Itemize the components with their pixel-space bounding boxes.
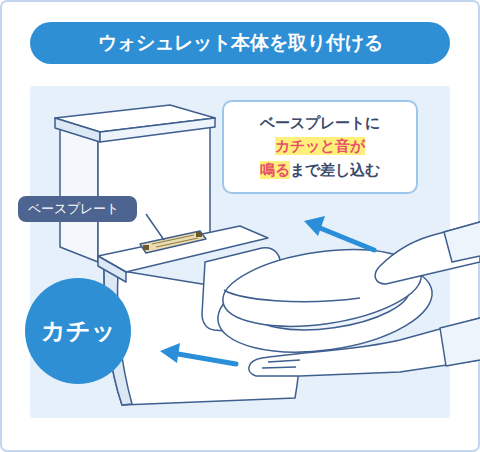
text-line: カチッと音が — [236, 135, 404, 158]
text-line: ベースプレートに — [236, 112, 404, 135]
callout-box: ベースプレートにカチッと音が鳴るまで差し込む — [222, 100, 418, 194]
text-line: カチッ — [41, 315, 116, 347]
arrow-head — [304, 216, 325, 236]
title-band: ウォシュレット本体を取り付ける — [30, 22, 450, 64]
node-text: ベースプレートに — [260, 114, 380, 132]
text-line: ベースプレート — [28, 200, 127, 218]
leader-line — [146, 214, 164, 240]
node-text: まで差し込む — [290, 161, 380, 179]
tank-side — [60, 128, 98, 262]
motion-arrow — [178, 354, 236, 364]
text-line: 鳴るまで差し込む — [236, 159, 404, 182]
tank-lid-edge — [55, 118, 100, 142]
base-plate-detail — [152, 235, 194, 244]
base-plate-detail — [196, 232, 202, 237]
text-group: ベースプレートにカチッと音が鳴るまで差し込む — [236, 112, 404, 182]
node-text: ベースプレート — [28, 201, 119, 216]
highlight-text: 鳴る — [260, 161, 290, 179]
node-text: カチッ — [41, 317, 116, 345]
base-plate-detail — [143, 245, 149, 250]
arrow-head — [160, 343, 180, 363]
upper-sleeve — [444, 222, 480, 262]
lid-edge — [224, 290, 360, 302]
tank-lid-edge — [100, 118, 215, 142]
finger-lines — [262, 360, 300, 368]
base-plate — [140, 231, 206, 253]
lower-sleeve — [440, 318, 480, 366]
lower-hand — [249, 318, 480, 376]
deck-edge — [98, 256, 126, 282]
tank-front — [98, 127, 210, 262]
part-label: ベースプレート — [18, 196, 137, 222]
base-plate-detail — [156, 238, 198, 247]
upper-hand — [375, 222, 480, 284]
highlight-text: カチッと音が — [275, 137, 365, 155]
title-text: ウォシュレット本体を取り付ける — [98, 30, 383, 56]
text-group: ベースプレート — [28, 200, 127, 218]
motion-arrow — [320, 228, 374, 250]
sound-circle: カチッ — [25, 278, 131, 384]
text-group: カチッ — [41, 315, 116, 347]
